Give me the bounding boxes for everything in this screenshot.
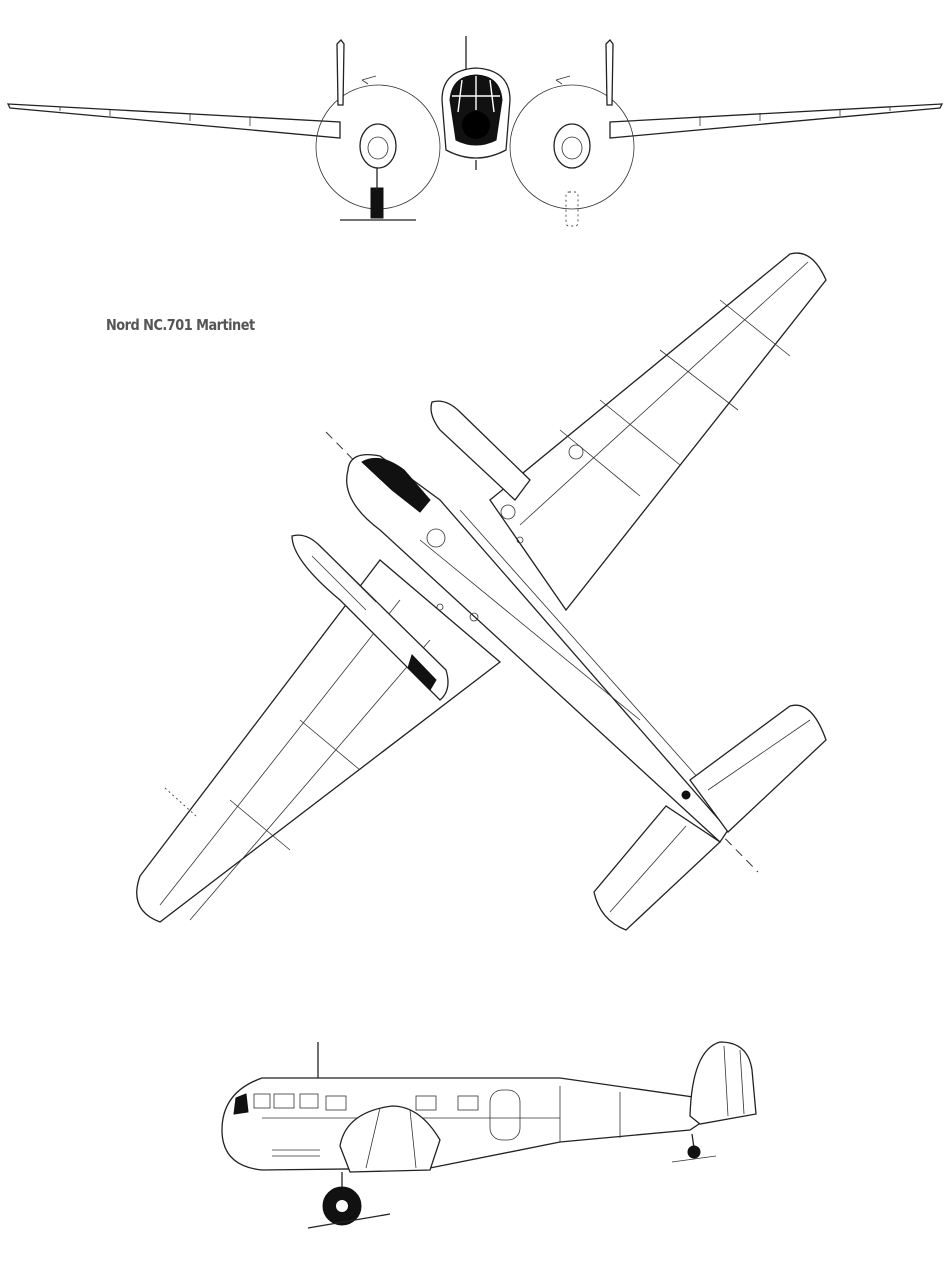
starboard-wing bbox=[489, 252, 827, 612]
fuselage-plan bbox=[346, 453, 729, 843]
right-propeller-disc bbox=[509, 84, 635, 210]
main-wheel bbox=[370, 187, 384, 219]
starboard-nacelle bbox=[430, 400, 531, 501]
port-wing bbox=[136, 559, 502, 923]
right-engine-nacelle bbox=[553, 123, 591, 169]
aircraft-title: Nord NC.701 Martinet bbox=[106, 316, 255, 334]
port-tailplane bbox=[593, 805, 722, 931]
side-view bbox=[221, 1041, 757, 1229]
port-nacelle bbox=[291, 534, 449, 701]
plan-view bbox=[136, 252, 827, 931]
tail-fin bbox=[689, 1041, 757, 1125]
left-engine-nacelle bbox=[359, 123, 397, 169]
front-view bbox=[6, 36, 944, 227]
starboard-tailplane bbox=[689, 704, 827, 833]
